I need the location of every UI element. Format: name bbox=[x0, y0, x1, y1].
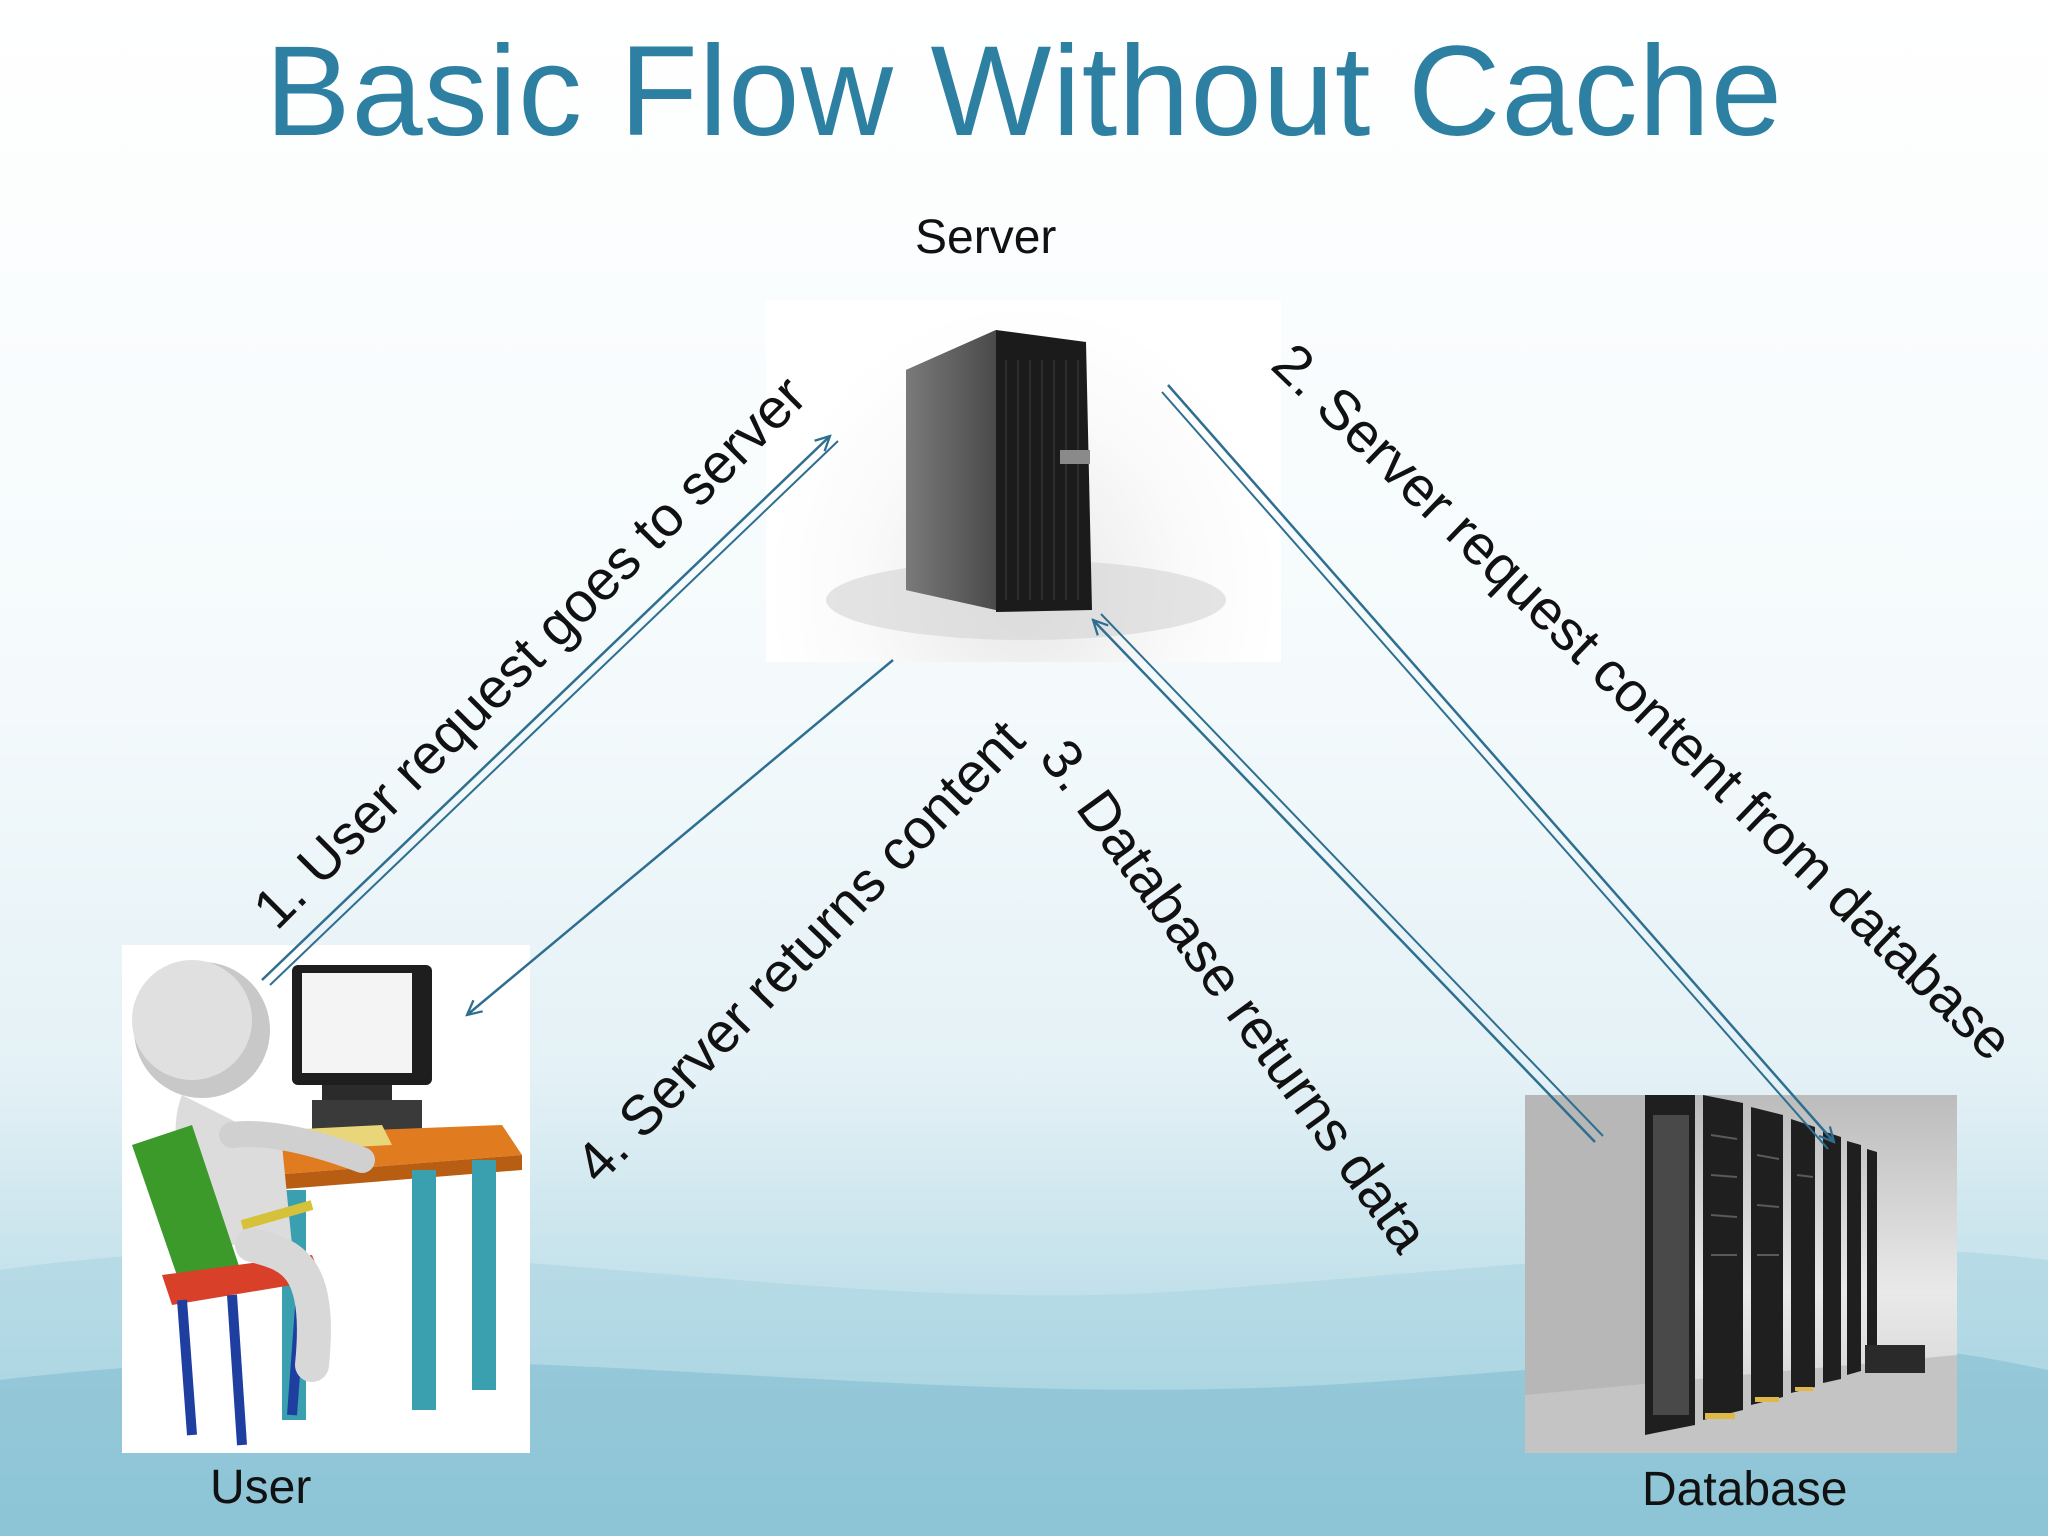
arrow-server-to-user bbox=[467, 659, 894, 1015]
slide-title: Basic Flow Without Cache bbox=[265, 20, 1783, 163]
arrow-server-to-database bbox=[1167, 384, 1834, 1142]
server-tower-icon bbox=[766, 300, 1281, 662]
server-label: Server bbox=[915, 211, 1057, 264]
database-label: Database bbox=[1642, 1463, 1848, 1516]
user-label: User bbox=[210, 1461, 312, 1514]
user-at-computer-icon bbox=[122, 945, 530, 1453]
arrow-user-to-server bbox=[261, 436, 830, 981]
arrow-database-to-server bbox=[1093, 620, 1596, 1143]
data-center-icon bbox=[1525, 1095, 1957, 1453]
